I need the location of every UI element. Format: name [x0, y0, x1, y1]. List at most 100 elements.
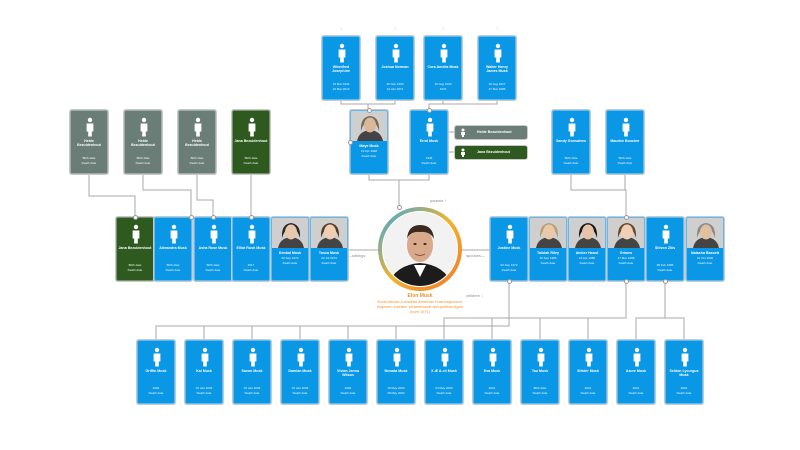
person-photo — [351, 111, 387, 141]
expand-knob[interactable] — [366, 107, 372, 113]
connector-line — [368, 174, 430, 181]
person-icon — [378, 341, 414, 367]
expand-knob[interactable] — [506, 278, 512, 284]
person-name: Heide Bezuidenhout — [477, 130, 512, 134]
expand-knob[interactable] — [396, 204, 402, 210]
expand-knob[interactable] — [132, 214, 138, 220]
expand-knob[interactable] — [623, 214, 629, 220]
birth-date: 24 Aug 1917 — [488, 82, 506, 86]
birth-date: Birth date — [128, 263, 142, 267]
more-ancestors-icon[interactable]: ↑ — [442, 26, 444, 31]
death-date: Death date — [579, 261, 595, 265]
birth-date: 19 Apr 1948 — [360, 149, 378, 153]
person-icon — [425, 37, 461, 63]
person-icon — [474, 341, 510, 367]
birth-date: 2004 — [344, 386, 352, 390]
expand-knob[interactable] — [623, 278, 629, 284]
death-date: Death date — [189, 161, 205, 165]
birth-date: 2021 — [584, 386, 592, 390]
connector-line — [443, 281, 627, 340]
more-ancestors-icon[interactable]: ↑ — [496, 26, 498, 31]
spouse-of-parent-mini-card[interactable]: Jana Bezuidenhout — [455, 146, 527, 159]
person-name: Tosca Musk — [318, 251, 340, 255]
expand-knob[interactable] — [248, 214, 254, 220]
person-name: Natasha Bassett — [691, 251, 719, 255]
person-name: Exa Musk — [483, 369, 501, 373]
birth-date: Birth date — [166, 263, 180, 267]
death-date: Death date — [697, 261, 713, 265]
spouse-of-parent-mini-card[interactable]: Heide Bezuidenhout — [455, 126, 527, 139]
birth-date: 2004 — [152, 386, 160, 390]
birth-date: 25 Nov 1902 — [386, 82, 404, 86]
person-name: Tau Musk — [531, 369, 549, 373]
person-name: Joshua Norman — [381, 65, 409, 69]
person-name: Heide Bezuidenhout — [77, 139, 101, 148]
elon-musk-portrait[interactable] — [378, 207, 462, 291]
expand-knob[interactable] — [188, 214, 194, 220]
death-date: Death date — [628, 391, 644, 395]
more-ancestors-icon[interactable]: ↑ — [394, 26, 396, 31]
connector-line — [598, 189, 627, 217]
death-date: Death date — [340, 391, 356, 395]
person-photo — [569, 218, 605, 248]
death-date: 1970 — [439, 87, 447, 91]
death-date: Death date — [361, 154, 377, 158]
person-icon — [377, 37, 413, 63]
more-ancestors-icon[interactable]: ↑ — [340, 26, 342, 31]
birth-date: Birth date — [206, 263, 220, 267]
person-photo — [530, 218, 566, 248]
children-label: children ↓ — [466, 293, 484, 298]
birth-date: 28 Feb 1986 — [656, 263, 674, 267]
expand-knob[interactable] — [347, 139, 353, 145]
expand-knob[interactable] — [210, 214, 216, 220]
birth-date: 20 Sep 1972 — [281, 256, 299, 260]
person-icon — [330, 341, 366, 367]
connector-line — [142, 174, 192, 217]
person-icon — [233, 111, 269, 137]
expand-knob[interactable] — [662, 278, 668, 284]
birth-date: 1946 — [425, 156, 433, 160]
birth-date: 20 Jul 1974 — [321, 256, 337, 260]
connector-line — [442, 100, 498, 105]
death-date: 27 Mar 1986 — [488, 87, 506, 91]
expand-knob[interactable] — [426, 107, 432, 113]
person-icon — [186, 341, 222, 367]
